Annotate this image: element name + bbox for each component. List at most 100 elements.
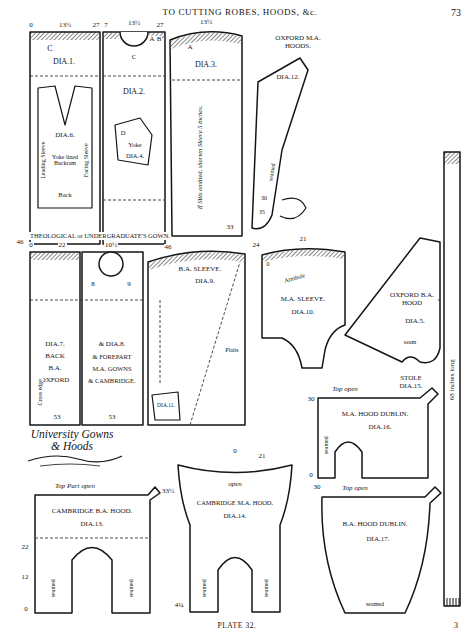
piece-label: OXFORD B.A. HOOD — [386, 292, 438, 307]
piece-label: Leading Sleeve — [41, 140, 47, 179]
hood-piece — [345, 238, 440, 363]
running-head: TO CUTTING ROBES, HOODS, &c. — [162, 8, 319, 18]
piece-label: & CAMBRIDGE. — [87, 377, 136, 384]
dimension-label: 21 — [258, 453, 267, 461]
piece-label: DIA.9. — [194, 278, 215, 286]
hood-piece — [178, 465, 292, 612]
dimension-label: seamed — [50, 578, 56, 598]
piece-label: DIA.10. — [291, 309, 316, 317]
dimension-label: C — [131, 54, 138, 62]
piece-label: & DIA.8. — [98, 341, 127, 349]
pattern-piece: CDIA.1.DIA.6.Yoke lined BuckramLeading S… — [30, 32, 100, 244]
hatch-band — [104, 33, 119, 39]
piece-label: DIA.11. — [156, 403, 176, 409]
pattern-piece: DIA.11. — [150, 390, 182, 422]
fringe — [447, 598, 459, 606]
dimension-label: THEOLOGICAL or UNDERGRADUATE'S GOWN. — [29, 232, 171, 239]
dimension-label: 24 — [252, 242, 261, 250]
pattern-piece: DIA.3. If Slits omitted, shorten Sleeve 5… — [170, 32, 242, 237]
dimension-label: 33½ — [161, 488, 175, 496]
piece-label: DIA.7. — [44, 341, 65, 349]
pattern-piece: DIA.2.DYokeDIA.4. — [103, 32, 165, 244]
dimension-label: 22 — [21, 544, 30, 552]
piece-label: & FOREPART — [92, 353, 133, 360]
pattern-piece: DIA.6. Yoke lined Buckram Leading SleeveBa… — [36, 85, 94, 210]
piece-label: Top open — [341, 485, 369, 493]
piece-label: OXFORD M.A. HOODS. — [273, 35, 323, 50]
construction-line — [30, 300, 143, 301]
dimension-label: 0 — [28, 242, 34, 250]
hatch-band — [31, 253, 79, 260]
pattern-piece: STOLE DIA.15.68 inches long — [444, 152, 460, 606]
dimension-label: 0 — [232, 448, 238, 456]
piece-label: Yoke — [127, 141, 142, 148]
piece-label: DIA.17. — [366, 536, 391, 544]
hood-piece — [35, 487, 160, 613]
dimension-label: seamed — [128, 578, 134, 598]
pattern-piece: Top openM.A. HOOD DUBLIN.DIA.16. — [318, 386, 438, 480]
dimension-label: A — [148, 36, 155, 44]
stole-piece — [444, 152, 460, 606]
dimension-label: 4¼ — [174, 602, 185, 610]
construction-line — [30, 76, 100, 77]
construction-line — [172, 80, 241, 81]
piece-label: 68 inches long — [448, 359, 456, 402]
piece-label: Back — [57, 191, 72, 198]
dimension-label: 21 — [299, 236, 308, 244]
liripipe — [280, 198, 306, 218]
dimension-label: seamed — [323, 435, 329, 455]
title-flourish — [40, 464, 100, 466]
piece-label: DIA.5. — [404, 318, 425, 326]
pattern-piece: & DIA.8.& FOREPARTM.A. GOWNS& CAMBRIDGE. — [82, 252, 143, 425]
neck-curve — [120, 32, 148, 46]
construction-line — [160, 262, 240, 425]
piece-label: Yoke lined Buckram — [51, 154, 79, 167]
piece-label: B.A. — [47, 365, 62, 373]
piece-label: STOLE DIA.15. — [396, 375, 426, 390]
pattern-piece: B.A. SLEEVE.DIA.9.DIA.11. — [146, 250, 246, 427]
piece-label: DIA.16. — [368, 424, 393, 432]
piece-label: DIA.6. — [54, 132, 75, 140]
dimension-label: 10½ — [104, 242, 118, 250]
hatch-band — [263, 250, 344, 262]
dimension-label: seamed — [267, 162, 277, 183]
hood-piece — [318, 388, 438, 478]
pattern-piece: OXFORD M.A. HOODS.DIA.12. — [250, 40, 323, 230]
dimension-label: 30 — [260, 195, 268, 201]
neck-circle — [99, 252, 123, 276]
plate-title: University Gowns & Hoods — [25, 428, 119, 453]
piece-label: B.A. HOOD DUBLIN. — [341, 521, 408, 529]
dimension-label: 46 — [164, 244, 173, 252]
dimension-label: Armhole — [283, 272, 307, 284]
page-number: 73 — [450, 8, 462, 19]
piece-label: open — [227, 481, 243, 489]
hatch-band — [444, 152, 460, 164]
piece-label: DIA.1. — [52, 58, 76, 67]
dimension-label: 12 — [21, 574, 30, 582]
dimension-label: 13½ — [199, 19, 213, 27]
dimension-label: 33 — [226, 224, 235, 232]
dimension-label: 0 — [23, 606, 29, 614]
dimension-label: seamed — [365, 601, 385, 607]
yoke-piece — [115, 118, 152, 165]
dimension-label: 8 — [90, 281, 96, 289]
yoke-piece — [38, 86, 92, 208]
gown-piece — [30, 32, 100, 244]
piece-label: M.A. HOOD DUBLIN. — [341, 411, 410, 419]
piece-label: DIA.12. — [276, 74, 301, 82]
sleeve-piece — [148, 251, 245, 425]
hood-piece — [322, 487, 441, 613]
dimension-label: 0 — [308, 472, 314, 480]
piece-label: If Slits omitted, shorten Sleeve 5 inche… — [196, 105, 203, 211]
piece-label: Facing Sleeve — [83, 142, 89, 178]
piece-label: DIA.3. — [194, 61, 218, 70]
dimension-label: 27 — [92, 22, 101, 30]
dimension-label: Plaits — [224, 347, 239, 353]
piece-label: D — [120, 129, 127, 136]
piece-label: DIA.2. — [122, 88, 146, 97]
dimension-label: 27 — [156, 22, 165, 30]
piece-label: Top Part open — [54, 483, 96, 491]
gown-piece — [82, 252, 143, 425]
pattern-piece: M.A. SLEEVE.DIA.10. — [262, 245, 346, 370]
